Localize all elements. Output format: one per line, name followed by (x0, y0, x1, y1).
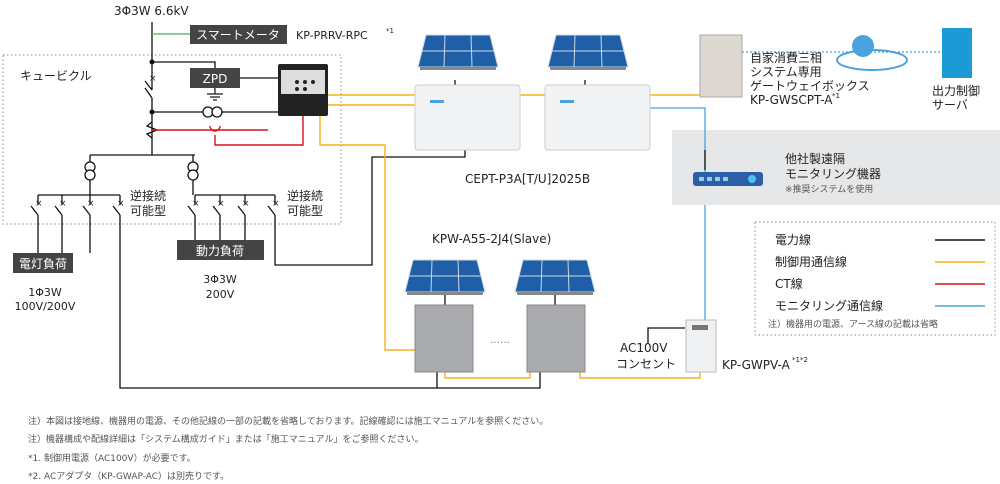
reverse-right-2: 可能型 (287, 204, 323, 218)
slave-inverter-2 (526, 304, 586, 373)
footnote-3: *1. 制御用電源（AC100V）が必要です。 (28, 452, 196, 464)
legend-note: 注）機器用の電源、アース線の記載は省略 (768, 318, 938, 330)
solar-panel-icon (404, 259, 486, 296)
gwpv-model-note: *1*2 (792, 356, 808, 364)
slave-inverter-model: KPW-A55-2J4(Slave) (432, 232, 551, 246)
legend-label: 電力線 (775, 232, 811, 247)
outlet-line-1: AC100V (620, 341, 668, 355)
footnote-2: 注）機器構成や配線詳細は「システム構成ガイド」または「施工マニュアル」をご参照く… (28, 433, 423, 445)
footnote-1: 注）本図は接地線、機器用の電源、その他記線の一部の記載を省略しております。記線確… (28, 415, 548, 427)
legend-label: 制御用通信線 (775, 254, 847, 269)
ct-lines (152, 116, 304, 146)
more-inverters-ellipsis: …… (490, 335, 510, 346)
legend-label: CT線 (775, 276, 803, 291)
smart-meter-label: スマートメータ (196, 28, 280, 42)
supply-label: 3Φ3W 6.6kV (114, 4, 189, 18)
power-load-label: 動力負荷 (196, 244, 244, 258)
cubicle-label: キュービクル (20, 69, 92, 83)
monitoring-line-1: 他社製遠隔 (785, 151, 845, 166)
power-load-box (177, 240, 264, 260)
smart-meter-box (190, 25, 287, 44)
solar-panel-icon (514, 259, 596, 296)
lighting-spec-2: 100V/200V (15, 300, 76, 313)
gateway-line-2: システム専用 (750, 65, 822, 79)
solar-panel-icon (547, 34, 629, 71)
zpd-label: ZPD (203, 72, 228, 86)
cubicle-boundary (2, 54, 342, 225)
server-line-1: 出力制御 (932, 83, 980, 98)
gateway-line-1: 自家消費三相 (750, 50, 822, 65)
legend-label: モニタリング通信線 (775, 298, 883, 313)
gwpv-model: KP-GWPV-A (722, 358, 791, 372)
protection-relay-device (278, 64, 328, 116)
power-spec-2: 200V (206, 288, 235, 301)
gateway-line-3: ゲートウェイボックス (750, 79, 870, 93)
control-lines (319, 94, 701, 379)
ground-icon (207, 88, 223, 101)
monitoring-note: ※推奨システムを使用 (785, 183, 873, 195)
relay-model-note: *1 (386, 27, 394, 35)
lighting-spec-1: 1Φ3W (28, 286, 62, 299)
master-inverter-1 (414, 84, 521, 151)
server-line-2: サーバ (932, 98, 968, 112)
gateway-model: KP-GWSCPT-A (750, 93, 833, 107)
footnote-4: *2. ACアダプタ（KP-GWAP-AC）は別売りです。 (28, 470, 229, 482)
gateway-model-note: *1 (832, 92, 840, 100)
master-inverter-2 (544, 84, 651, 151)
gateway-box (699, 34, 743, 98)
reverse-right-1: 逆接続 (287, 188, 323, 203)
router-icon (693, 172, 763, 186)
lighting-load-box (13, 253, 73, 273)
server-icon (942, 28, 972, 78)
outlet-line-2: コンセント (616, 357, 676, 371)
zpd-box (190, 68, 240, 88)
master-inverter-model: CEPT-P3A[T/U]2025B (465, 172, 590, 186)
internet-globe-icon (836, 35, 908, 71)
monitoring-line-2: モニタリング機器 (785, 166, 881, 181)
power-spec-1: 3Φ3W (203, 273, 237, 286)
transformer-icons (84, 106, 223, 181)
reverse-left-2: 可能型 (130, 204, 166, 218)
reverse-left-1: 逆接続 (130, 188, 166, 203)
legend (754, 221, 996, 336)
monitoring-area (672, 130, 1000, 205)
slave-inverter-1 (414, 304, 474, 373)
relay-model: KP-PRRV-RPC (296, 29, 368, 42)
solar-panel-icon (417, 34, 499, 71)
lighting-load-label: 電灯負荷 (19, 257, 67, 271)
